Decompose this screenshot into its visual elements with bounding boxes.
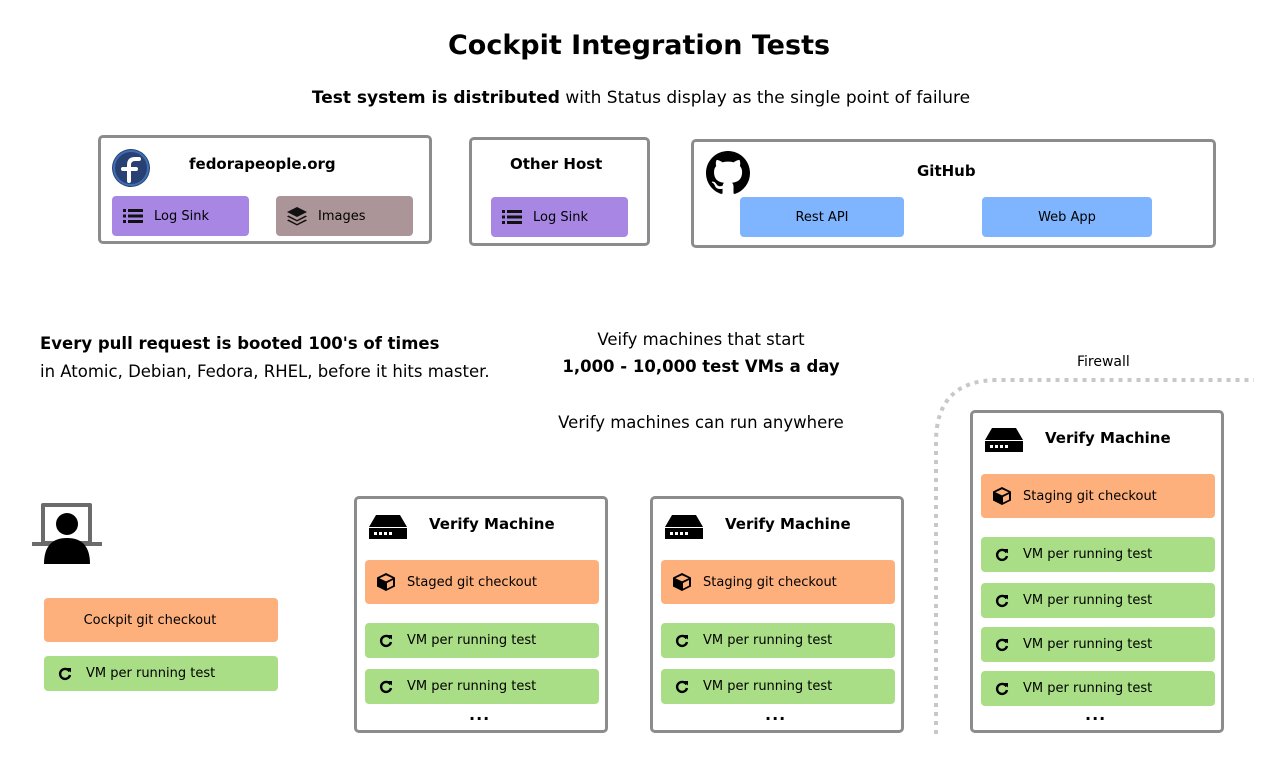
firewall-line xyxy=(934,378,1254,734)
checkout-label: Staging git checkout xyxy=(1023,488,1157,504)
developer-vm-box: VM per running test xyxy=(44,656,278,691)
refresh-icon xyxy=(375,676,397,698)
pr-note-bold: Every pull request is booted 100's of ti… xyxy=(40,334,440,353)
layers-icon xyxy=(286,205,308,227)
vm-label: VM per running test xyxy=(407,679,537,694)
start-note-bold: 1,000 - 10,000 test VMs a day xyxy=(562,357,840,376)
firewall-label: Firewall xyxy=(1077,354,1130,370)
refresh-icon xyxy=(991,590,1013,612)
github-icon xyxy=(706,151,750,195)
other-log-sink-button[interactable]: Log Sink xyxy=(491,197,628,237)
vm-label: VM per running test xyxy=(1023,637,1153,652)
vm-box: VM per running test xyxy=(365,669,599,704)
checkout-box: Staged git checkout xyxy=(365,560,599,604)
cube-icon xyxy=(991,485,1013,507)
vm-box: VM per running test xyxy=(981,671,1215,706)
developer-icon xyxy=(32,502,102,566)
rest-api-label: Rest API xyxy=(795,209,849,225)
server-icon xyxy=(369,515,407,539)
verify-machine-title: Verify Machine xyxy=(1045,429,1171,447)
vm-box: VM per running test xyxy=(365,623,599,658)
github-box: GitHub Rest API Web App xyxy=(691,139,1216,248)
rest-api-button[interactable]: Rest API xyxy=(740,197,904,237)
checkout-label: Staging git checkout xyxy=(703,574,837,590)
web-app-button[interactable]: Web App xyxy=(982,197,1152,237)
vm-box: VM per running test xyxy=(981,537,1215,572)
fedora-log-sink-label: Log Sink xyxy=(154,208,209,224)
fedora-logo-icon xyxy=(111,148,151,188)
checkout-box: Staging git checkout xyxy=(981,474,1215,518)
more-ellipsis: ... xyxy=(1085,705,1107,724)
web-app-label: Web App xyxy=(1038,209,1096,225)
server-icon xyxy=(985,428,1023,452)
cockpit-checkout-box: Cockpit git checkout xyxy=(44,598,278,642)
cockpit-checkout-label: Cockpit git checkout xyxy=(83,612,217,628)
images-button[interactable]: Images xyxy=(276,196,413,236)
vm-label: VM per running test xyxy=(1023,593,1153,608)
vm-label: VM per running test xyxy=(703,679,833,694)
pr-note-line2: in Atomic, Debian, Fedora, RHEL, before … xyxy=(40,362,490,381)
vm-label: VM per running test xyxy=(1023,681,1153,696)
cube-icon xyxy=(671,571,693,593)
anywhere-note: Verify machines can run anywhere xyxy=(558,413,844,432)
pr-note: Every pull request is booted 100's of ti… xyxy=(40,334,439,353)
vm-label: VM per running test xyxy=(1023,547,1153,562)
fedorapeople-host-box: fedorapeople.org Log Sink Images xyxy=(98,135,432,244)
refresh-icon xyxy=(991,678,1013,700)
subtitle-bold: Test system is distributed xyxy=(311,88,560,108)
vm-label: VM per running test xyxy=(703,633,833,648)
refresh-icon xyxy=(375,630,397,652)
checkout-label: Staged git checkout xyxy=(407,574,537,590)
page-subtitle: Test system is distributed with Status d… xyxy=(0,88,1280,108)
images-label: Images xyxy=(318,208,366,224)
subtitle-rest: with Status display as the single point … xyxy=(559,88,971,108)
github-title: GitHub xyxy=(917,162,976,180)
refresh-icon xyxy=(54,663,76,685)
checkout-box: Staging git checkout xyxy=(661,560,895,604)
vm-label: VM per running test xyxy=(407,633,537,648)
other-host-title: Other Host xyxy=(510,155,603,173)
list-icon xyxy=(122,205,144,227)
more-ellipsis: ... xyxy=(765,705,787,724)
vm-box: VM per running test xyxy=(981,583,1215,618)
other-log-sink-label: Log Sink xyxy=(533,209,588,225)
verify-machine-title: Verify Machine xyxy=(725,515,851,533)
verify-machine-title: Verify Machine xyxy=(429,515,555,533)
vm-box: VM per running test xyxy=(661,623,895,658)
refresh-icon xyxy=(671,630,693,652)
refresh-icon xyxy=(991,634,1013,656)
refresh-icon xyxy=(991,544,1013,566)
cube-icon xyxy=(375,571,397,593)
verify-machine-box: Verify Machine Staging git checkout VM p… xyxy=(650,496,904,733)
list-icon xyxy=(501,206,523,228)
fedora-log-sink-button[interactable]: Log Sink xyxy=(112,196,249,236)
fedorapeople-title: fedorapeople.org xyxy=(189,155,336,173)
vm-box: VM per running test xyxy=(661,669,895,704)
page-title: Cockpit Integration Tests xyxy=(447,30,831,61)
more-ellipsis: ... xyxy=(469,705,491,724)
vm-box: VM per running test xyxy=(981,627,1215,662)
verify-machine-box: Verify Machine Staging git checkout VM p… xyxy=(970,410,1224,733)
developer-vm-label: VM per running test xyxy=(86,666,216,681)
server-icon xyxy=(665,515,703,539)
refresh-icon xyxy=(671,676,693,698)
start-note-line2: 1,000 - 10,000 test VMs a day xyxy=(500,357,902,376)
other-host-box: Other Host Log Sink xyxy=(469,137,650,246)
verify-machine-box: Verify Machine Staged git checkout VM pe… xyxy=(354,496,608,733)
start-note-line1: Veify machines that start xyxy=(597,330,805,349)
